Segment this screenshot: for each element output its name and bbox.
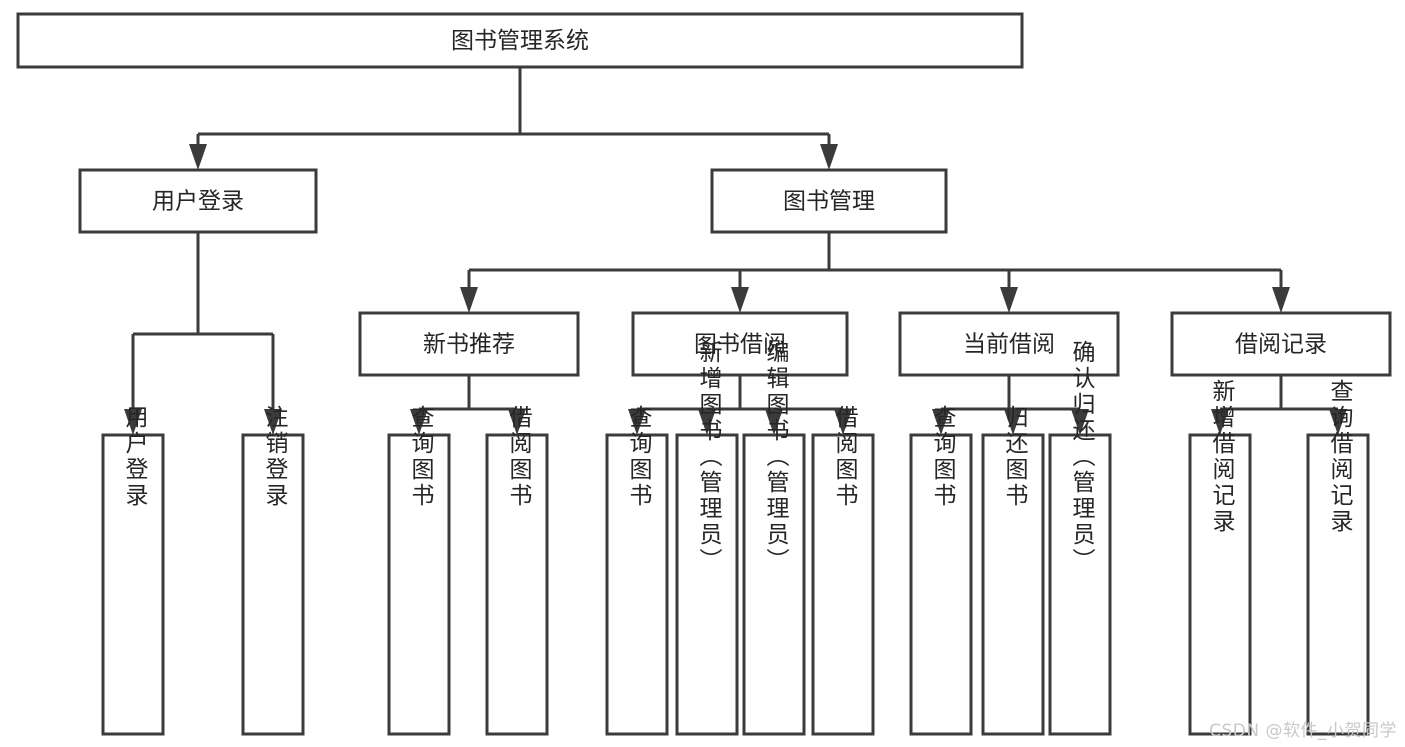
node-user-login-label: 用户登录 (152, 189, 244, 215)
node-leaf-borrow-book-1-box[interactable] (485, 433, 549, 736)
node-leaf-user-login-box[interactable] (101, 433, 165, 736)
node-new-book-rec[interactable]: 新书推荐 (358, 311, 580, 377)
arrow-head-icon (189, 144, 207, 170)
node-book-borrow-box[interactable] (631, 311, 849, 377)
node-leaf-query-record-label: 查询借阅记录 (1326, 379, 1354, 535)
node-root-label: 图书管理系统 (451, 28, 589, 54)
arrow-head-icon (410, 409, 428, 435)
node-leaf-borrow-book-1[interactable]: 借阅图书 (485, 405, 549, 736)
arrow-head-icon (1000, 287, 1018, 313)
node-leaf-return-book[interactable]: 归还图书 (981, 405, 1045, 736)
node-leaf-user-login[interactable]: 用户登录 (101, 405, 165, 736)
node-leaf-query-book-3-label: 查询图书 (929, 405, 957, 509)
node-leaf-add-book-label: 新增图书（管理员） (695, 340, 723, 574)
node-leaf-confirm-return[interactable]: 确认归还（管理员） (1048, 340, 1112, 736)
node-leaf-add-book[interactable]: 新增图书（管理员） (675, 340, 739, 736)
node-leaf-user-logout-box[interactable] (241, 433, 305, 736)
node-book-manage-label: 图书管理 (783, 189, 875, 215)
node-leaf-add-book-box[interactable] (675, 433, 739, 736)
node-leaf-user-logout-label: 注销登录 (261, 405, 289, 509)
node-leaf-query-book-3[interactable]: 查询图书 (909, 405, 973, 736)
node-leaf-query-book-1[interactable]: 查询图书 (387, 405, 451, 736)
node-book-manage-box[interactable] (710, 168, 948, 234)
node-leaf-user-login-label: 用户登录 (121, 405, 149, 509)
node-leaf-return-book-box[interactable] (981, 433, 1045, 736)
node-current-borrow-box[interactable] (898, 311, 1120, 377)
arrow-head-icon (834, 409, 852, 435)
node-user-login[interactable]: 用户登录 (78, 168, 318, 234)
node-root-box[interactable] (16, 12, 1024, 69)
node-leaf-add-record[interactable]: 新增借阅记录 (1188, 379, 1252, 736)
node-leaf-borrow-book-2[interactable]: 借阅图书 (811, 405, 875, 736)
node-leaf-borrow-book-1-label: 借阅图书 (505, 405, 533, 509)
arrow-head-icon (264, 409, 282, 435)
node-book-borrow-label: 图书借阅 (694, 332, 786, 358)
arrow-head-icon (124, 409, 142, 435)
arrow-head-icon (698, 409, 716, 435)
arrow-head-icon (460, 287, 478, 313)
arrow-head-icon (1004, 409, 1022, 435)
node-leaf-edit-book-label: 编辑图书（管理员） (762, 340, 790, 574)
node-leaf-user-logout[interactable]: 注销登录 (241, 405, 305, 736)
node-leaf-edit-book-box[interactable] (742, 433, 806, 736)
arrow-head-icon (1272, 287, 1290, 313)
arrow-head-icon (1211, 409, 1229, 435)
node-leaf-confirm-return-box[interactable] (1048, 433, 1112, 736)
node-current-borrow-label: 当前借阅 (963, 332, 1055, 358)
node-leaf-query-book-1-label: 查询图书 (407, 405, 435, 509)
node-leaf-query-book-2-label: 查询图书 (625, 405, 653, 509)
arrow-head-icon (1071, 409, 1089, 435)
node-borrow-record-label: 借阅记录 (1235, 332, 1327, 358)
node-leaf-borrow-book-2-box[interactable] (811, 433, 875, 736)
node-leaf-query-book-2-box[interactable] (605, 433, 669, 736)
node-borrow-record-box[interactable] (1170, 311, 1392, 377)
arrow-head-icon (765, 409, 783, 435)
node-borrow-record[interactable]: 借阅记录 (1170, 311, 1392, 377)
arrow-head-icon (731, 287, 749, 313)
node-leaf-add-record-label: 新增借阅记录 (1208, 379, 1236, 535)
arrow-head-icon (508, 409, 526, 435)
node-leaf-confirm-return-label: 确认归还（管理员） (1068, 340, 1096, 574)
node-layer: 图书管理系统用户登录图书管理新书推荐图书借阅当前借阅借阅记录用户登录注销登录查询… (16, 12, 1392, 736)
node-leaf-return-book-label: 归还图书 (1001, 405, 1029, 509)
node-leaf-add-record-box[interactable] (1188, 433, 1252, 736)
node-root[interactable]: 图书管理系统 (16, 12, 1024, 69)
node-leaf-edit-book[interactable]: 编辑图书（管理员） (742, 340, 806, 736)
arrow-head-icon (820, 144, 838, 170)
node-leaf-query-record[interactable]: 查询借阅记录 (1306, 379, 1370, 736)
node-book-borrow[interactable]: 图书借阅 (631, 311, 849, 377)
node-leaf-borrow-book-2-label: 借阅图书 (831, 405, 859, 509)
arrow-head-icon (932, 409, 950, 435)
node-user-login-box[interactable] (78, 168, 318, 234)
node-current-borrow[interactable]: 当前借阅 (898, 311, 1120, 377)
node-leaf-query-book-1-box[interactable] (387, 433, 451, 736)
node-new-book-rec-label: 新书推荐 (423, 332, 515, 358)
connector-layer (124, 67, 1347, 435)
node-leaf-query-record-box[interactable] (1306, 433, 1370, 736)
node-leaf-query-book-3-box[interactable] (909, 433, 973, 736)
node-new-book-rec-box[interactable] (358, 311, 580, 377)
node-book-manage[interactable]: 图书管理 (710, 168, 948, 234)
arrow-head-icon (628, 409, 646, 435)
node-leaf-query-book-2[interactable]: 查询图书 (605, 405, 669, 736)
arrow-head-icon (1329, 409, 1347, 435)
